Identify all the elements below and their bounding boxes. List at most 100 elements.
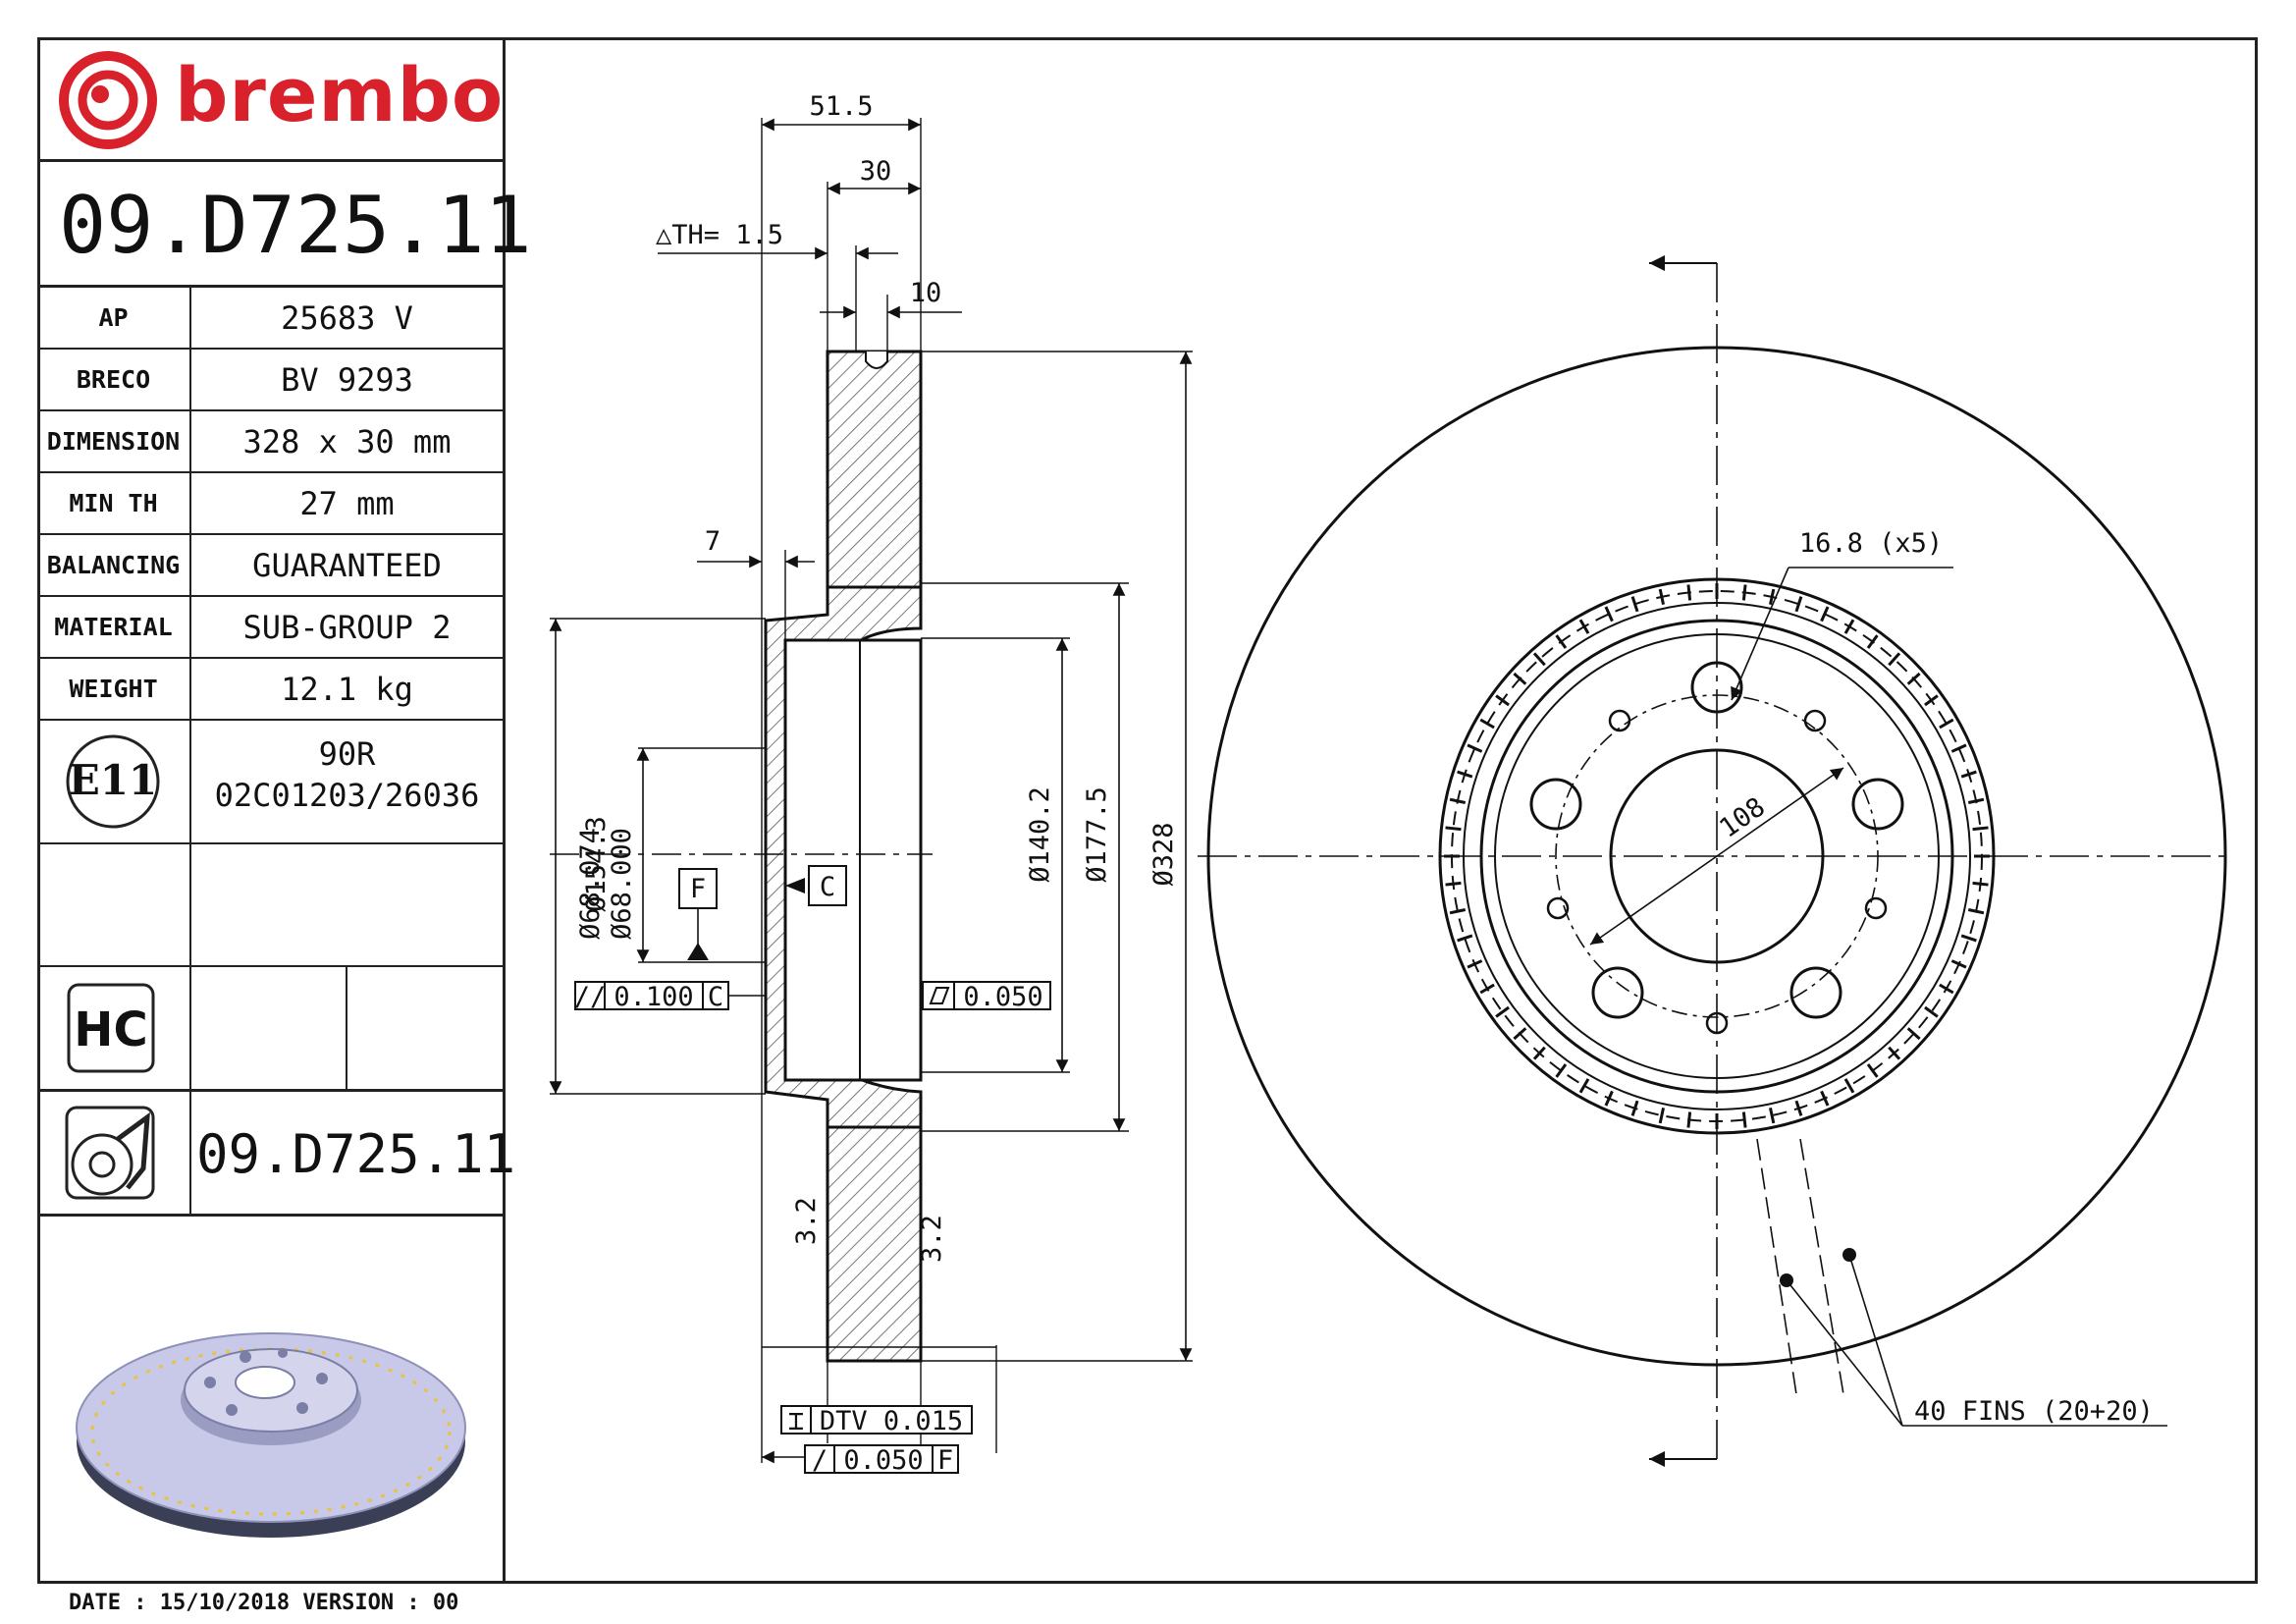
fin-tick (1479, 718, 1495, 730)
datum-f-box (678, 868, 718, 909)
disc-3d-render (76, 1332, 466, 1538)
svg-text://: // (574, 982, 607, 1012)
dim-d-hub-2: Ø68.000 (607, 828, 637, 940)
small-hole (1864, 896, 1888, 920)
fin-tick (1630, 1100, 1639, 1116)
tol-parallel-value: 0.100 (614, 982, 693, 1012)
roughness-left: 3.2 (791, 1197, 822, 1245)
fin-tick (1467, 743, 1483, 753)
spec-label: DIMENSION (37, 410, 191, 473)
secondary-part-row: 09.D725.11 (37, 1092, 515, 1217)
e11-badge-icon: E11 (66, 734, 160, 829)
fin-tick (1967, 797, 1985, 804)
spec-label: BRECO (37, 349, 191, 411)
fin-tick (1513, 672, 1527, 685)
small-hole (1546, 896, 1570, 920)
fin-tick (1630, 596, 1639, 613)
spec-label: WEIGHT (37, 658, 191, 721)
fin-tick (1866, 634, 1879, 649)
e11-badge-text: E11 (69, 756, 157, 804)
certification-text: 90R 02C01203/26036 (191, 733, 503, 816)
fin-tick (1445, 826, 1462, 832)
fin-tick (1794, 1100, 1803, 1116)
fin-tick (1686, 1111, 1692, 1128)
fin-tick (1457, 770, 1473, 779)
fin-tick (1924, 1005, 1939, 1018)
spec-label: BALANCING (37, 534, 191, 597)
fin-tick (1741, 584, 1747, 601)
section-view: 51.5 30 △TH= 1.5 10 7 Ø154.3 Ø68.074 Ø68… (549, 91, 1193, 1476)
spec-value: 27 mm (190, 472, 503, 535)
fin-tick (1939, 983, 1954, 995)
brembo-logo-icon (59, 51, 157, 149)
tol-dtv: DTV 0.015 (820, 1406, 963, 1436)
fin-tick (1769, 588, 1776, 606)
fin-tick (1967, 908, 1985, 915)
tol-runout-value: 0.050 (843, 1445, 923, 1476)
dim-thickness: 30 (860, 156, 892, 187)
secondary-part-number: 09.D725.11 (196, 1123, 516, 1185)
fin-tick (1843, 619, 1855, 634)
spec-label: MATERIAL (37, 596, 191, 659)
spec-value: BV 9293 (190, 349, 503, 411)
fin-tick (1769, 1107, 1776, 1124)
fin-tick (1924, 694, 1939, 707)
dim-d-140: Ø140.2 (1025, 786, 1055, 883)
dim-fin: 10 (910, 278, 942, 308)
spec-label: AP (37, 288, 191, 350)
fin-tick (1479, 983, 1495, 995)
fin-tick (1972, 881, 1989, 887)
certification-row: E11 90R 02C01203/26036 (37, 720, 503, 844)
fin-tick (1467, 959, 1483, 969)
part-number: 09.D725.11 (59, 180, 532, 271)
hc-row: HC (37, 967, 503, 1092)
disc-caliper-icon (65, 1106, 155, 1200)
spec-value: GUARANTEED (190, 534, 503, 597)
bolt-hole (1591, 966, 1644, 1019)
spec-value: SUB-GROUP 2 (190, 596, 503, 659)
fin-tick (1457, 934, 1473, 943)
fin-tick (1906, 1027, 1921, 1041)
fin-tick (1820, 606, 1830, 623)
fin-tick (1604, 606, 1614, 623)
fin-tick (1578, 1078, 1590, 1094)
fin-ticks (1444, 583, 1990, 1129)
fin-tick (1604, 1090, 1614, 1107)
dim-d-hat: Ø154.3 (581, 816, 612, 912)
fin-tick (1866, 1063, 1879, 1078)
fin-tick (1972, 826, 1989, 832)
part-number-row: 09.D725.11 (37, 162, 532, 288)
dim-bolt-holes: 16.8 (x5) (1799, 528, 1943, 559)
hc-badge-icon: HC (67, 983, 155, 1073)
bolt-hole (1851, 778, 1904, 831)
fin-tick (1532, 652, 1546, 667)
dim-d-hub-1: Ø68.074 (575, 828, 606, 940)
tolerance-runout: / 0.050 F (804, 1444, 959, 1476)
fin-tick (1741, 1111, 1747, 1128)
fin-tick (1495, 1005, 1510, 1018)
fin-tick (1686, 584, 1692, 601)
datum-f: F (690, 874, 706, 904)
fin-tick (1449, 797, 1467, 804)
spec-value: 25683 V (190, 288, 503, 350)
tolerance-dtv: ⌶ DTV 0.015 (780, 1405, 973, 1436)
fin-tick (1532, 1046, 1546, 1060)
bolt-hole (1529, 778, 1582, 831)
svg-text:/: / (812, 1445, 828, 1476)
fin-tick (1950, 959, 1967, 969)
fin-tick (1794, 596, 1803, 613)
dim-hat-wall: 7 (705, 526, 721, 557)
fin-tick (1960, 934, 1977, 943)
dim-d-328: Ø328 (1148, 822, 1179, 886)
spec-value: 328 x 30 mm (190, 410, 503, 473)
fin-tick (1888, 1046, 1901, 1060)
small-hole (1803, 709, 1827, 732)
small-hole (1608, 709, 1631, 732)
small-hole (1705, 1011, 1729, 1035)
